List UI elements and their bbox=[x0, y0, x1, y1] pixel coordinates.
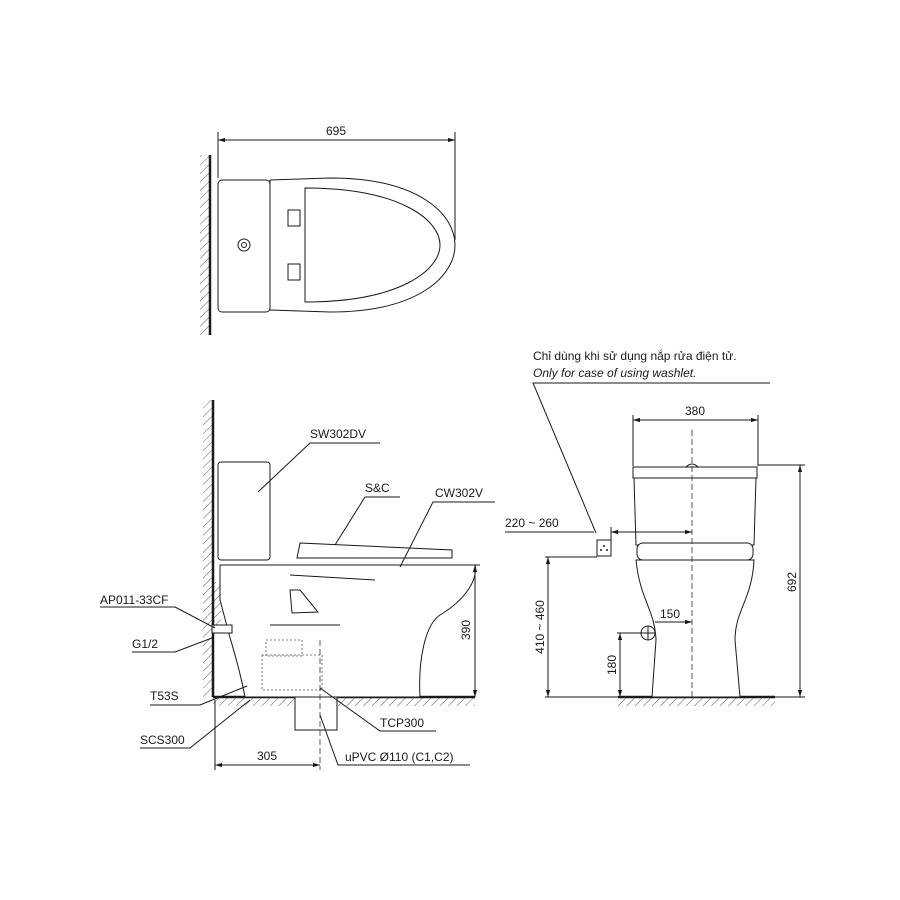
leader bbox=[399, 501, 495, 568]
label-valve: AP011-33CF bbox=[100, 593, 168, 607]
dim-supply-height: 180 bbox=[605, 655, 619, 675]
seat-side bbox=[296, 542, 453, 559]
dim-width: 380 bbox=[685, 404, 705, 418]
flange-dotted bbox=[261, 654, 323, 691]
power-outlet-icon bbox=[596, 539, 612, 557]
bowl-side bbox=[219, 564, 476, 698]
side-view: 390 305 SW302DV S&C CW302V AP011-33CF G1… bbox=[100, 400, 495, 770]
top-view: 695 bbox=[200, 124, 456, 335]
floor-hatch bbox=[213, 698, 475, 706]
leader bbox=[257, 442, 380, 493]
flush-button-icon bbox=[237, 238, 251, 252]
outlet-pin bbox=[600, 549, 602, 551]
dim-rough-in: 305 bbox=[257, 749, 277, 763]
note-vi: Chỉ dùng khi sử dụng nắp rửa điện tử. bbox=[533, 348, 737, 363]
dim-total-height: 692 bbox=[785, 572, 799, 592]
floor-hatch bbox=[618, 698, 775, 706]
label-pipe: uPVC Ø110 (C1,C2) bbox=[345, 750, 454, 764]
trap-line bbox=[289, 589, 320, 614]
leader bbox=[100, 606, 216, 629]
tank-front bbox=[633, 477, 757, 546]
dim-supply-offset: 150 bbox=[660, 607, 680, 621]
hinge bbox=[287, 209, 301, 227]
leader bbox=[334, 496, 400, 546]
label-sealant: SCS300 bbox=[140, 733, 185, 747]
seat-front bbox=[636, 542, 754, 561]
trap-line bbox=[289, 574, 376, 581]
wall-hatch bbox=[200, 155, 209, 335]
leader bbox=[140, 699, 251, 749]
label-hose: T53S bbox=[150, 689, 179, 703]
bowl-front bbox=[635, 559, 755, 698]
tank-top bbox=[217, 179, 271, 313]
drain-pipe bbox=[294, 696, 338, 731]
front-view: Chỉ dùng khi sử dụng nắp rửa điện tử. On… bbox=[505, 348, 805, 706]
label-tank: SW302DV bbox=[310, 427, 366, 441]
valve-body bbox=[211, 624, 233, 634]
seat-top bbox=[304, 187, 441, 303]
hinge bbox=[287, 263, 301, 281]
dim-outlet-offset: 220 ~ 260 bbox=[505, 516, 559, 530]
wall-hatch bbox=[203, 400, 212, 697]
supply-hose bbox=[213, 582, 221, 627]
leader bbox=[132, 637, 213, 653]
leader bbox=[319, 714, 470, 766]
label-thread: G1/2 bbox=[132, 637, 158, 651]
label-flange: TCP300 bbox=[380, 716, 424, 730]
outlet-pin bbox=[603, 545, 605, 547]
leader bbox=[150, 685, 248, 706]
tank-side bbox=[217, 461, 271, 561]
flush-button-inner bbox=[241, 242, 247, 248]
flange-dotted bbox=[265, 639, 303, 657]
leader bbox=[319, 687, 436, 732]
dim-height: 390 bbox=[459, 620, 473, 640]
label-seat: S&C bbox=[365, 481, 390, 495]
label-bowl: CW302V bbox=[435, 486, 483, 500]
bowl-top bbox=[269, 177, 456, 313]
dim-length: 695 bbox=[326, 124, 346, 138]
outlet-pin bbox=[606, 549, 608, 551]
tank-lid bbox=[632, 466, 758, 479]
dim-outlet-height: 410 ~ 460 bbox=[533, 600, 547, 654]
note-leader bbox=[532, 382, 770, 534]
flush-button bbox=[684, 463, 700, 468]
note-en: Only for case of using washlet. bbox=[533, 366, 696, 380]
